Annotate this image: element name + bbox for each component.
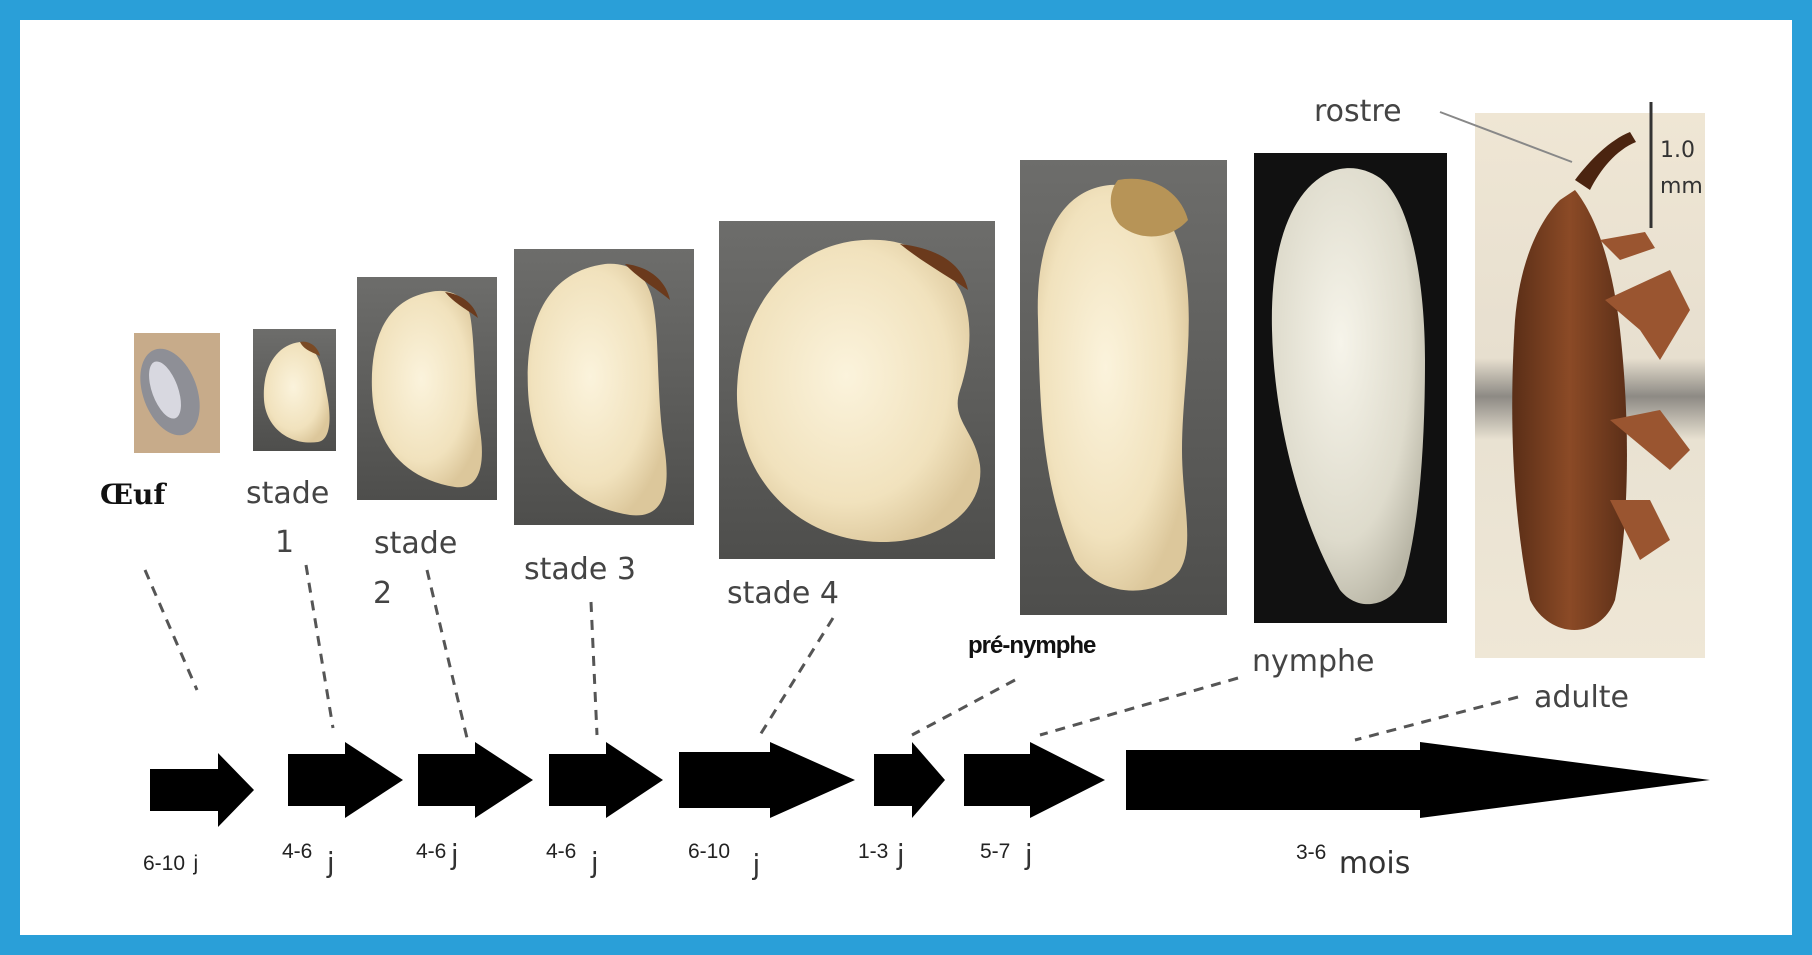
arrow-nymphe bbox=[964, 742, 1105, 818]
timeline-arrows bbox=[150, 742, 1710, 827]
duration-nymphe-value: 5-7 bbox=[980, 840, 1010, 863]
duration-stade3-value: 4-6 bbox=[546, 840, 576, 863]
label-premymphe: pré-nymphe bbox=[968, 632, 1095, 660]
duration-stade1-unit: j bbox=[327, 846, 335, 879]
label-rostre: rostre bbox=[1314, 94, 1402, 129]
duration-adulte-value: 3-6 bbox=[1296, 841, 1326, 864]
connector-premymphe bbox=[912, 680, 1015, 735]
duration-stade3-unit: j bbox=[591, 846, 599, 879]
nymphe-photo bbox=[1254, 153, 1447, 623]
arrow-stade2 bbox=[418, 742, 533, 818]
duration-adulte-unit: mois bbox=[1339, 846, 1411, 881]
connector-nymphe bbox=[1040, 678, 1238, 735]
scale-value: 1.0 bbox=[1660, 138, 1695, 163]
duration-nymphe-unit: j bbox=[1025, 838, 1033, 871]
connector-stade1 bbox=[306, 565, 333, 728]
duration-stade1-value: 4-6 bbox=[282, 840, 312, 863]
label-stade1: stade bbox=[246, 476, 329, 511]
stade4-photo bbox=[719, 221, 995, 559]
arrow-premymphe bbox=[874, 742, 945, 818]
stade1-photo bbox=[253, 329, 336, 451]
label-stade2: stade bbox=[374, 526, 457, 561]
duration-stade2: 4-6 j bbox=[416, 832, 459, 865]
duration-nymphe: 5-7 j bbox=[980, 832, 1033, 865]
premymphe-photo bbox=[1020, 160, 1227, 615]
connector-adulte bbox=[1355, 697, 1518, 740]
arrow-oeuf bbox=[150, 753, 254, 827]
stade3-photo bbox=[514, 249, 694, 525]
label-stade3: stade 3 bbox=[524, 552, 636, 587]
label-oeuf: Œuf bbox=[100, 478, 165, 511]
egg-photo bbox=[129, 333, 220, 453]
duration-stade4-value: 6-10 bbox=[688, 840, 730, 863]
duration-stade2-unit: j bbox=[451, 838, 459, 871]
label-nymphe: nymphe bbox=[1252, 644, 1375, 679]
duration-oeuf-value: 6-10 bbox=[143, 852, 185, 875]
duration-stade3: 4-6 j bbox=[546, 832, 599, 865]
label-stade4: stade 4 bbox=[727, 576, 839, 611]
duration-premymphe: 1-3 j bbox=[858, 832, 905, 865]
duration-stade4-unit: j bbox=[752, 848, 760, 881]
label-stade2-number: 2 bbox=[373, 576, 392, 611]
arrow-stade1 bbox=[288, 742, 403, 818]
connector-oeuf bbox=[145, 570, 197, 690]
connector-stade4 bbox=[760, 618, 833, 735]
arrow-stade4 bbox=[679, 742, 855, 818]
scale-unit: mm bbox=[1660, 174, 1703, 199]
arrow-stade3 bbox=[549, 742, 663, 818]
duration-premymphe-unit: j bbox=[897, 838, 905, 871]
duration-stade2-value: 4-6 bbox=[416, 840, 446, 863]
duration-oeuf: 6-10 j bbox=[143, 852, 198, 876]
arrow-adulte bbox=[1126, 742, 1710, 818]
label-adulte: adulte bbox=[1534, 680, 1629, 715]
duration-stade1: 4-6 j bbox=[282, 832, 335, 865]
label-stade1-number: 1 bbox=[275, 525, 294, 560]
duration-premymphe-value: 1-3 bbox=[858, 840, 888, 863]
connector-stade3 bbox=[591, 602, 597, 735]
connector-stade2 bbox=[427, 570, 467, 738]
duration-oeuf-unit: j bbox=[193, 852, 198, 875]
duration-stade4: 6-10 j bbox=[688, 832, 760, 865]
stade2-photo bbox=[357, 277, 497, 500]
duration-adulte: 3-6 mois bbox=[1296, 832, 1410, 867]
